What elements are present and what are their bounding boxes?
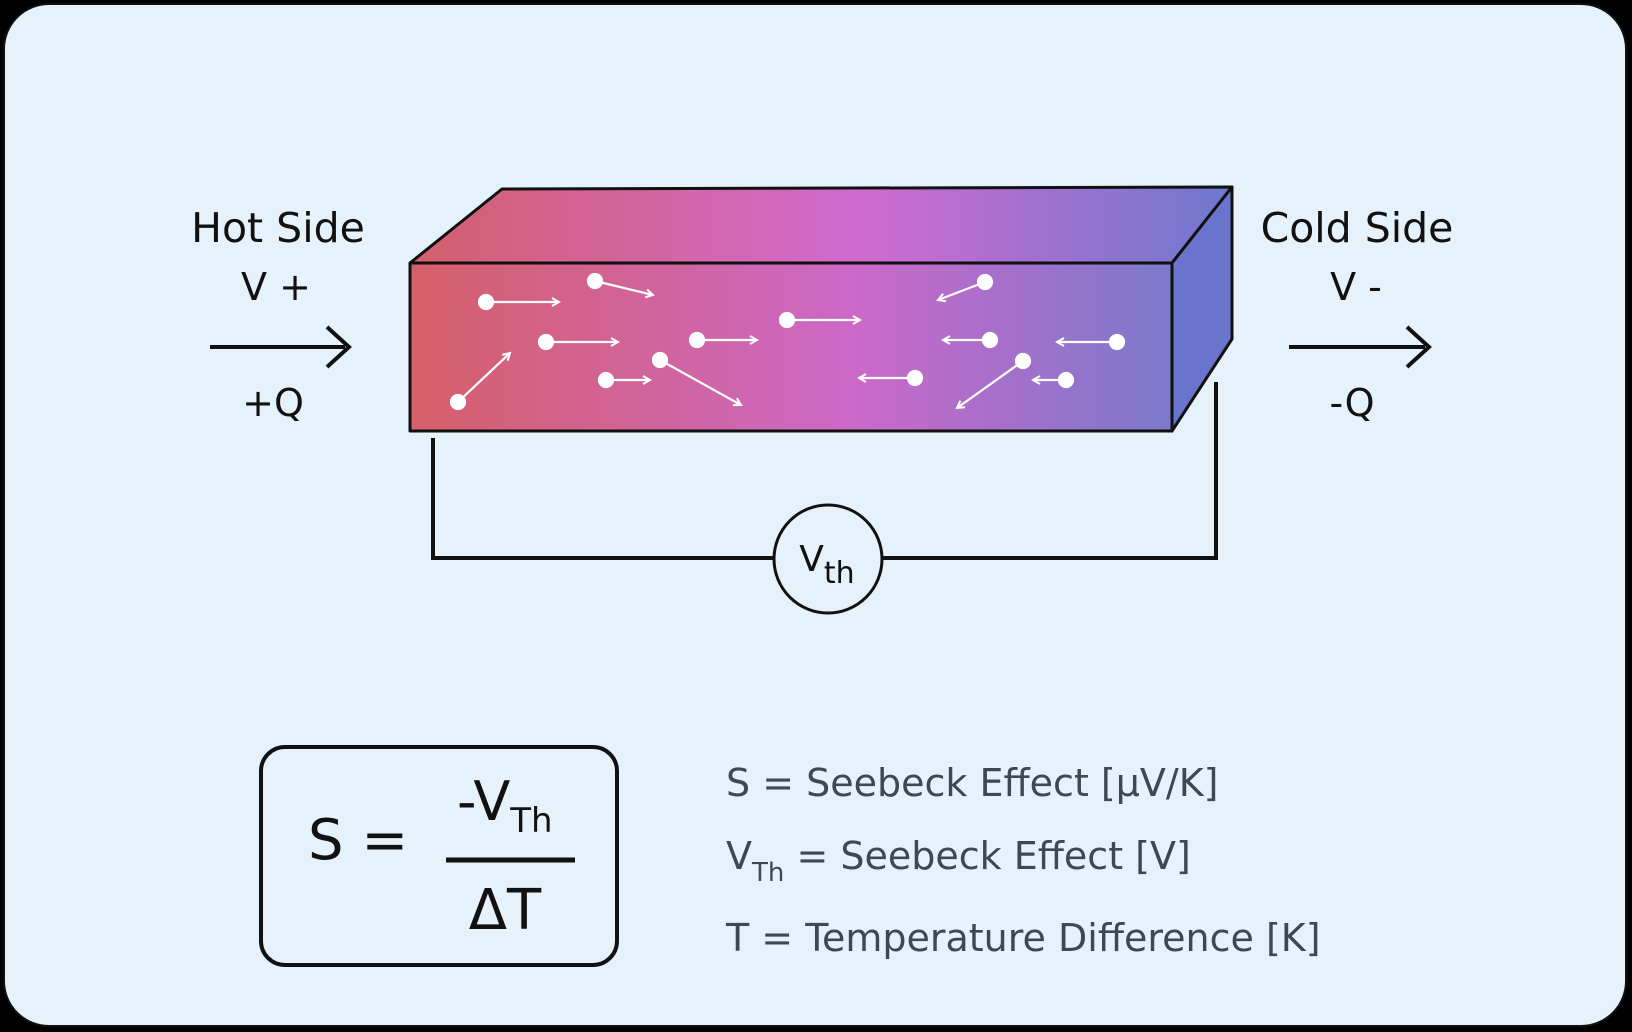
electron (778, 311, 860, 329)
electron (938, 273, 994, 300)
heat-in-arrow-icon (210, 325, 352, 369)
voltmeter-label-main: V (799, 539, 824, 580)
voltmeter-label: Vth (799, 539, 854, 591)
electron (537, 333, 618, 351)
cold-side-title: Cold Side (1261, 204, 1454, 252)
definition-t: T = Temperature Difference [K] (725, 916, 1321, 960)
definition-vth-main: V (726, 834, 752, 878)
voltmeter: Vth (772, 503, 884, 615)
electron (597, 371, 650, 389)
definition-vth-sub: Th (751, 858, 784, 888)
hot-side-heat: +Q (242, 381, 304, 425)
thermoelectric-bar (408, 185, 1234, 433)
cold-side-voltage: V - (1330, 265, 1382, 309)
electron (1033, 371, 1075, 389)
hot-side-voltage: V + (241, 265, 311, 309)
formula-numerator-main: -V (457, 770, 510, 833)
electron (651, 351, 741, 405)
definition-vth-rest: = Seebeck Effect [V] (784, 834, 1190, 878)
electron (943, 331, 999, 349)
hot-side-title: Hot Side (191, 204, 365, 252)
definition-vth: VTh = Seebeck Effect [V] (726, 834, 1191, 888)
formula-box: S = -VTh ΔT (259, 745, 619, 967)
formula-numerator-sub: Th (509, 801, 552, 841)
electron (586, 272, 653, 295)
electron (449, 353, 510, 411)
electron (957, 352, 1032, 408)
heat-out-arrow-icon (1289, 325, 1432, 369)
electron (859, 369, 924, 387)
circuit-wire-right (882, 382, 1218, 560)
cold-side-heat: -Q (1329, 381, 1374, 425)
seebeck-diagram-panel: Hot Side V + +Q Cold Side V - -Q (3, 3, 1627, 1027)
electrons (449, 272, 1126, 411)
electron (688, 331, 757, 349)
formula-denominator: ΔT (469, 878, 542, 943)
voltmeter-label-sub: th (824, 556, 855, 591)
electron (1057, 333, 1126, 351)
formula-lhs: S = (308, 808, 408, 873)
formula-numerator: -VTh (457, 770, 553, 841)
circuit-wire (431, 438, 774, 560)
electron (477, 293, 559, 311)
seebeck-diagram: Hot Side V + +Q Cold Side V - -Q (191, 185, 1454, 967)
definition-s: S = Seebeck Effect [µV/K] (726, 761, 1218, 805)
definitions: S = Seebeck Effect [µV/K] VTh = Seebeck … (725, 761, 1321, 960)
